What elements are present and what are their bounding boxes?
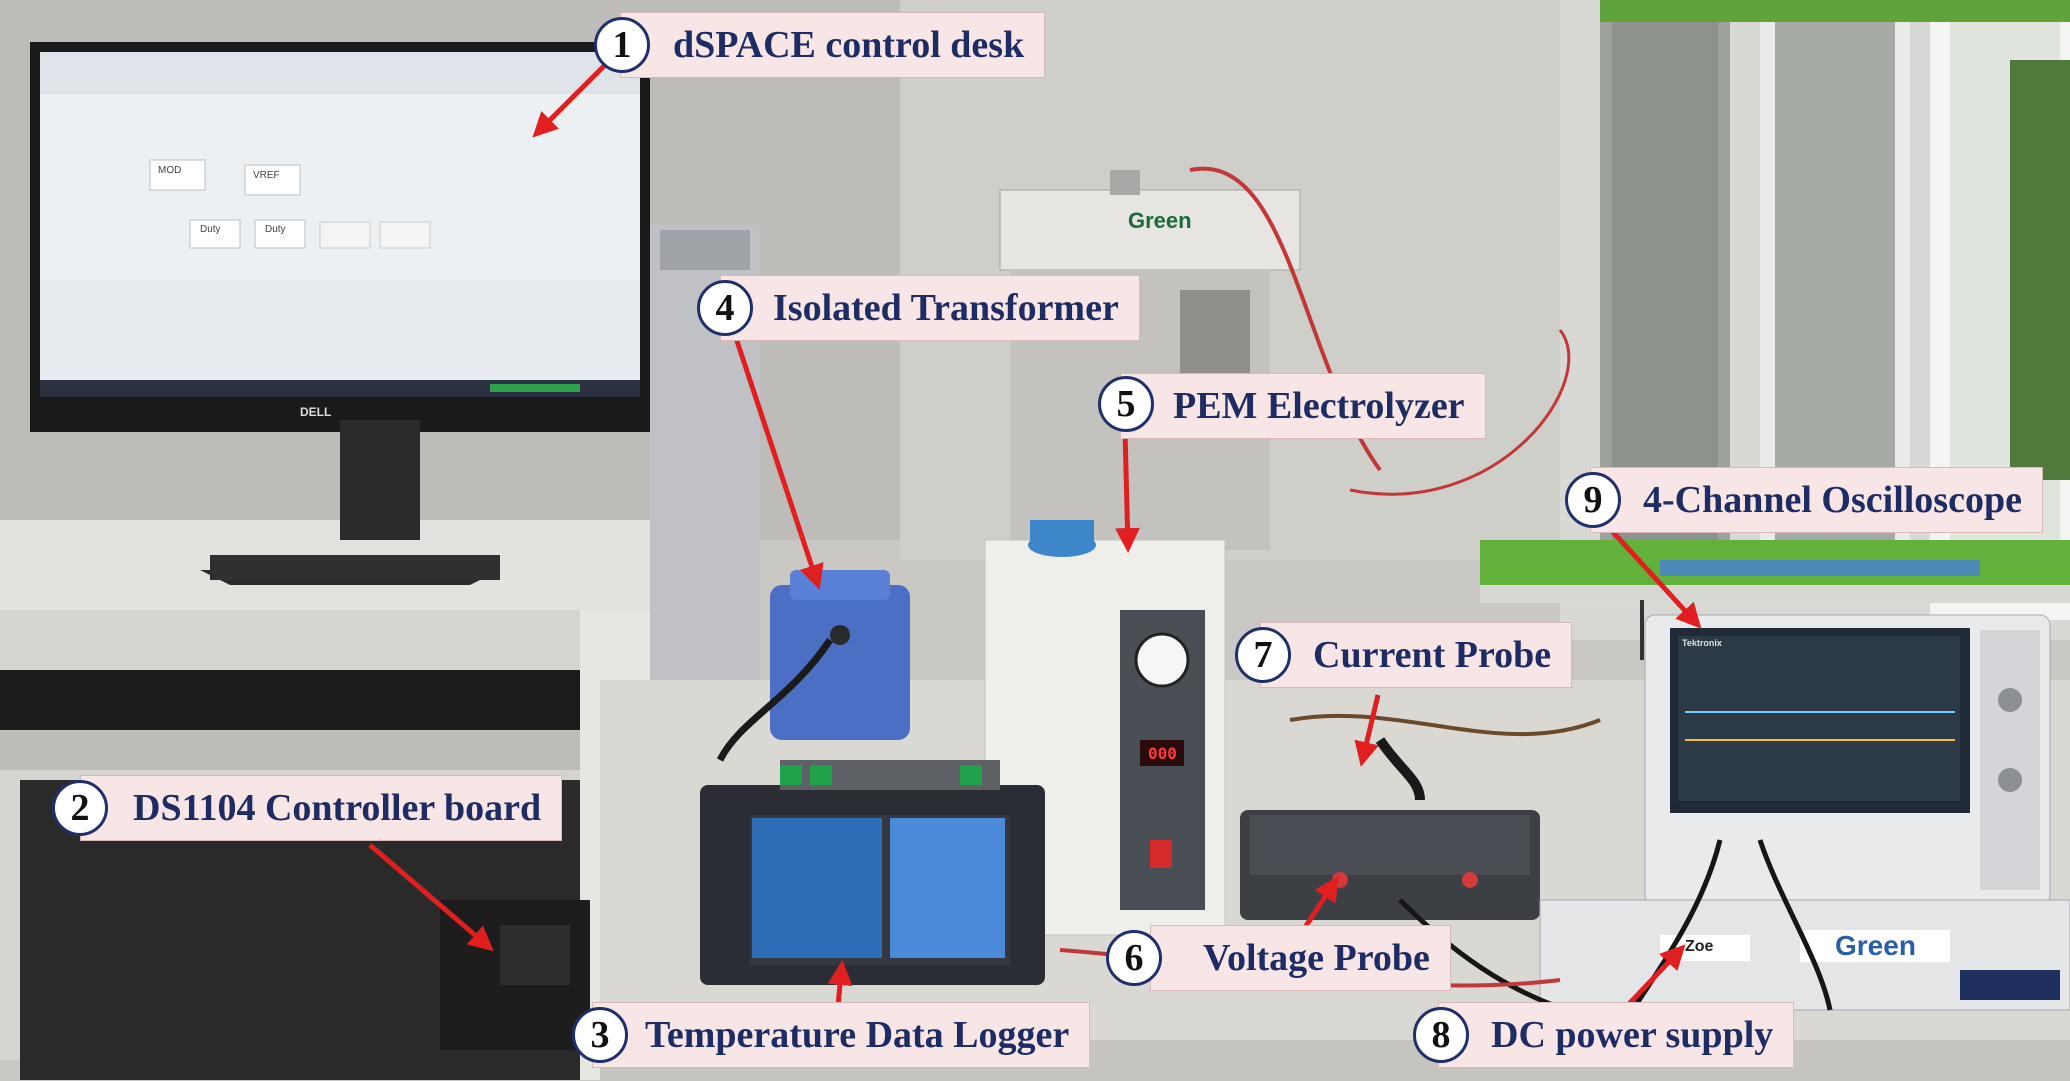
label-number-circle: 4 xyxy=(697,280,753,336)
psu-brand: Green xyxy=(1835,930,1916,961)
label-text: Temperature Data Logger xyxy=(645,1014,1070,1056)
label-text: Isolated Transformer xyxy=(773,287,1119,329)
arrow-2 xyxy=(368,843,494,952)
monitor-brand: DELL xyxy=(300,405,332,419)
arrow-4 xyxy=(732,334,824,590)
label-temperature-data-logger: Temperature Data Logger xyxy=(592,1002,1091,1068)
arrow-5 xyxy=(1114,429,1140,553)
label-text: dSPACE control desk xyxy=(673,24,1025,66)
label-text: DS1104 Controller board xyxy=(133,787,542,829)
arrow-3 xyxy=(827,960,853,1006)
label-pem-electrolyzer: PEM Electrolyzer xyxy=(1120,373,1486,439)
label-number-circle: 5 xyxy=(1098,376,1154,432)
label-ds1104-controller-board: DS1104 Controller board xyxy=(80,775,563,841)
label-number-circle: 1 xyxy=(594,17,650,73)
label-current-probe: Current Probe xyxy=(1260,622,1573,688)
label-voltage-probe: Voltage Probe xyxy=(1150,925,1451,991)
screen-widget-mod: MOD xyxy=(158,165,182,176)
label-text: Voltage Probe xyxy=(1203,937,1430,979)
label-text: DC power supply xyxy=(1491,1014,1774,1056)
arrow-1 xyxy=(532,56,614,138)
electrolyzer-display: 000 xyxy=(1148,744,1177,763)
label-number-circle: 7 xyxy=(1235,627,1291,683)
electrolyzer-brand: Green xyxy=(1128,208,1192,233)
label-number-circle: 8 xyxy=(1413,1007,1469,1063)
scope-brand: Tektronix xyxy=(1682,638,1722,648)
label-number-circle: 3 xyxy=(572,1007,628,1063)
screen-widget-duty-1: Duty xyxy=(200,224,221,235)
label-number-circle: 2 xyxy=(52,780,108,836)
arrow-8 xyxy=(1626,944,1686,1007)
psu-label: Zoe xyxy=(1685,938,1714,955)
label-dspace-control-desk: dSPACE control desk xyxy=(620,12,1046,78)
label-4-channel-oscilloscope: 4-Channel Oscilloscope xyxy=(1590,467,2043,533)
label-dc-power-supply: DC power supply xyxy=(1438,1002,1795,1068)
screen-widget-duty-2: Duty xyxy=(265,224,286,235)
label-text: PEM Electrolyzer xyxy=(1173,385,1465,427)
label-isolated-transformer: Isolated Transformer xyxy=(720,275,1140,341)
label-number-circle: 6 xyxy=(1106,930,1162,986)
arrow-9 xyxy=(1600,518,1702,629)
arrow-7 xyxy=(1354,694,1381,767)
label-text: Current Probe xyxy=(1313,634,1552,676)
screen-widget-vref: VREF xyxy=(253,170,280,181)
label-number-circle: 9 xyxy=(1565,472,1621,528)
label-text: 4-Channel Oscilloscope xyxy=(1643,479,2022,521)
